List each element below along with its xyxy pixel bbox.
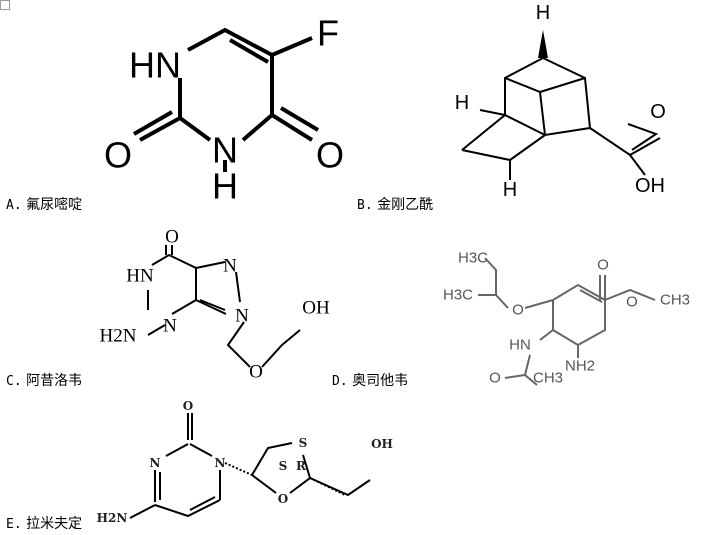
atom-label: N <box>150 456 161 470</box>
structure-e-lamivudine: O N N S S R O OH H2N <box>97 399 393 525</box>
atom-label: OH <box>302 298 330 319</box>
atom-label: O <box>650 101 666 123</box>
atom-label: O <box>316 135 344 176</box>
option-letter: B. <box>357 198 373 213</box>
option-letter: D. <box>332 374 348 389</box>
option-name: 金刚乙酰 <box>377 197 434 213</box>
atom-label: H3C <box>443 287 473 304</box>
atom-label: O <box>165 227 179 248</box>
option-name: 氟尿嘧啶 <box>26 197 83 213</box>
corner-mark <box>0 0 10 10</box>
atom-label: OH <box>371 437 393 451</box>
atom-label: HN <box>129 45 181 86</box>
structure-a-fluorouracil: HN F O O N H <box>104 13 344 207</box>
atom-label: CH3 <box>660 292 690 309</box>
option-letter: A. <box>6 198 22 213</box>
option-e-label: E. 拉米夫定 <box>6 513 82 533</box>
option-letter: C. <box>6 374 22 389</box>
atom-label: H <box>536 2 550 24</box>
atom-label: HN <box>126 266 154 287</box>
atom-label: H2N <box>100 326 137 347</box>
atom-label: F <box>317 13 339 54</box>
option-a-label: A. 氟尿嘧啶 <box>6 194 82 214</box>
option-d-label: D. 奥司他韦 <box>332 370 408 390</box>
atom-label: O <box>626 294 638 311</box>
atom-label: O <box>278 492 288 506</box>
atom-label: N <box>215 456 226 470</box>
atom-label: H3C <box>458 250 488 267</box>
structure-d-oseltamivir: H3C H3C O O O CH3 HN NH2 O CH3 <box>443 250 690 387</box>
option-name: 奥司他韦 <box>352 373 409 389</box>
atom-label: N <box>223 256 237 277</box>
atom-label: NH2 <box>565 358 595 375</box>
atom-label: H <box>455 92 469 114</box>
option-name: 阿昔洛韦 <box>26 373 83 389</box>
atom-label: HN <box>509 337 531 354</box>
option-name: 拉米夫定 <box>26 516 83 532</box>
atom-label: N <box>212 130 238 171</box>
option-b-label: B. 金刚乙酰 <box>357 194 433 214</box>
atom-label: CH3 <box>533 370 563 387</box>
structure-c-acyclovir: O HN N N N H2N O OH <box>100 227 330 383</box>
atom-label: O <box>249 362 263 383</box>
atom-label: S <box>279 459 288 473</box>
atom-label: N <box>163 316 177 337</box>
atom-label: H <box>503 179 517 201</box>
atom-label: H <box>212 166 238 207</box>
atom-label: O <box>183 399 193 413</box>
atom-label: O <box>597 257 609 274</box>
atom-label: S <box>299 436 308 450</box>
option-letter: E. <box>6 517 22 532</box>
structure-b-adamantane: H H H O OH <box>455 2 666 201</box>
atom-label: R <box>296 459 307 473</box>
atom-label: O <box>489 370 501 387</box>
atom-label: O <box>104 135 132 176</box>
atom-label: OH <box>635 175 665 197</box>
atom-label: N <box>235 306 249 327</box>
atom-label: H2N <box>97 511 128 525</box>
option-c-label: C. 阿昔洛韦 <box>6 370 82 390</box>
atom-label: O <box>512 302 524 319</box>
